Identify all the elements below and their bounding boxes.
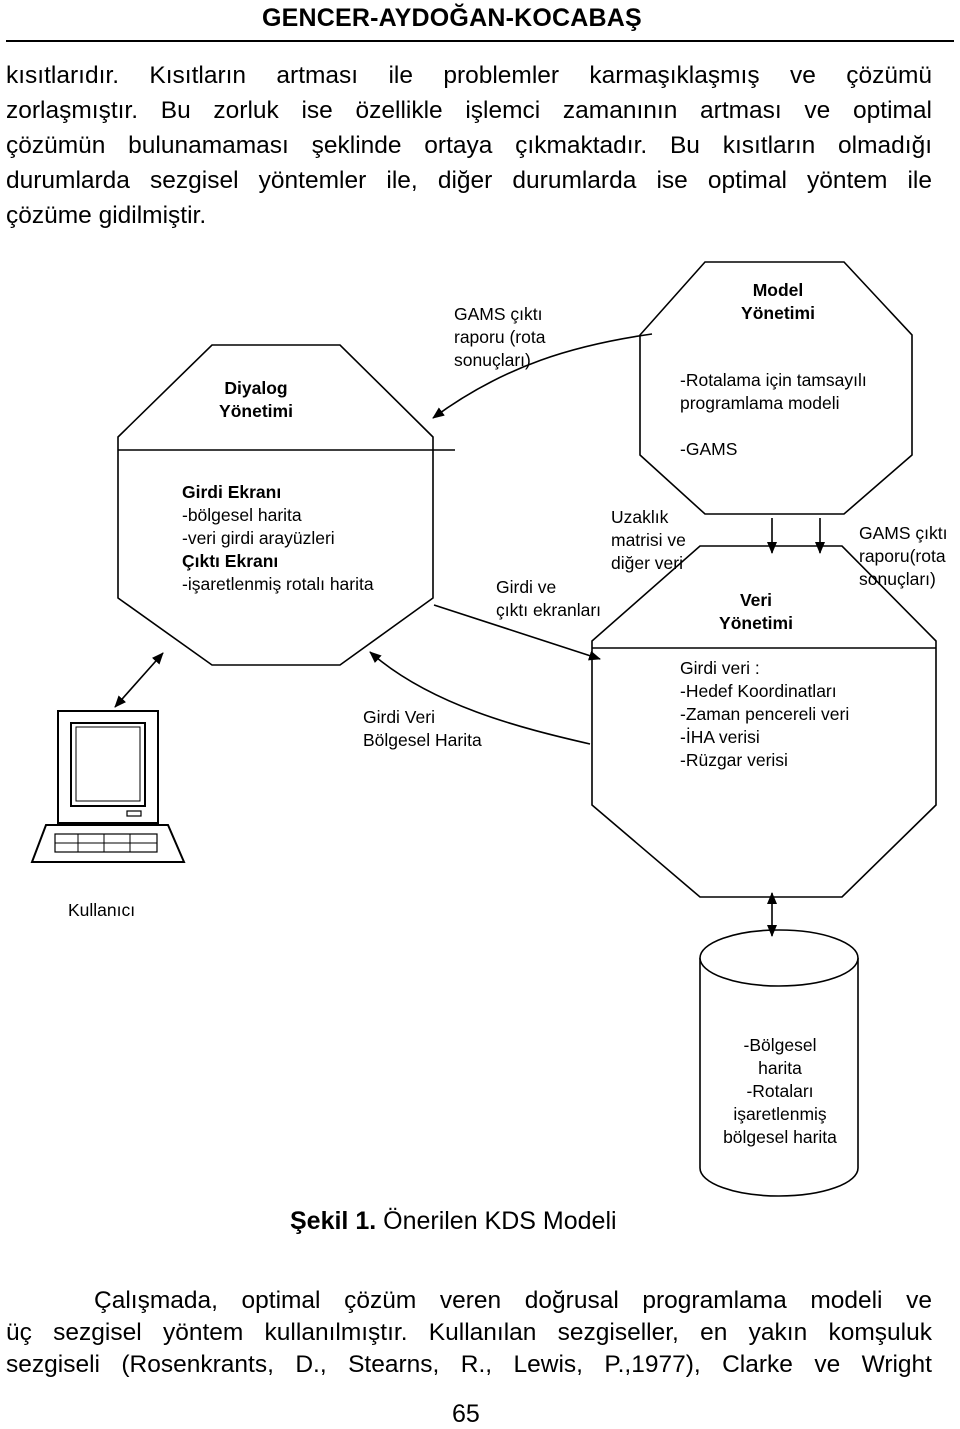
dialog-title-line-1: Diyalog [224,378,288,398]
label-gams-report-right-1: GAMS çıktı [859,523,948,543]
database-item-3: -Rotaları [746,1081,814,1101]
intro-paragraph: kısıtlarıdır. Kısıtların artması ile pro… [6,58,932,233]
intro-line-5: çözüme gidilmiştir. [6,202,207,229]
model-items: -Rotalama için tamsayılı programlama mod… [680,369,867,415]
model-title-line-1: Model [752,280,804,300]
label-io-screens-1: Girdi ve [496,577,557,597]
label-gams-report-right-2: raporu(rota [859,546,946,566]
model-management-octagon [639,261,913,515]
data-title-line-1: Veri [739,590,773,610]
header-rule [6,40,954,42]
dialog-item-data-interfaces: -veri girdi arayüzleri [182,528,335,548]
data-item-5: -Rüzgar verisi [680,750,788,770]
closing-paragraph: Çalışmada, optimal çözüm veren doğrusal … [6,1285,932,1381]
label-gams-report-top: GAMS çıktı raporu (rota sonuçları) [454,303,545,372]
label-distance-matrix: Uzaklık matrisi ve diğer veri [611,506,686,575]
database-items: -Bölgesel harita -Rotaları işaretlenmiş … [700,1034,860,1149]
data-management-octagon [591,545,937,898]
arrow-dialog-to-data [433,604,601,661]
arrow-input-data-to-dialog [369,651,591,745]
data-items: Girdi veri : -Hedef Koordinatları -Zaman… [680,657,849,772]
label-gams-report-top-3: sonuçları) [454,350,531,370]
label-gams-report-top-1: GAMS çıktı [454,304,543,324]
intro-line-4: durumlarda sezgisel yöntemler ile, diğer… [6,167,932,194]
label-input-data: Girdi Veri Bölgesel Harita [363,706,482,752]
label-input-data-1: Girdi Veri [363,707,435,727]
dialog-title: Diyalog Yönetimi [206,377,306,423]
figure-caption-prefix: Şekil 1. [290,1207,377,1235]
label-distance-matrix-3: diğer veri [611,553,683,573]
closing-line-2: üç sezgisel yöntem kullanılmıştır. Kulla… [6,1319,932,1346]
data-item-1: Girdi veri : [680,658,760,678]
computer-icon [30,710,186,863]
database-item-2: harita [758,1058,802,1078]
page-number: 65 [452,1400,480,1428]
database-cylinder [699,929,859,1197]
dialog-item-marked-map: -işaretlenmiş rotalı harita [182,574,374,594]
arrow-gams-report-to-dialog [432,333,653,419]
user-label: Kullanıcı [68,900,136,920]
label-distance-matrix-1: Uzaklık [611,507,669,527]
arrow-user-dialog [114,652,164,708]
figure-caption: Şekil 1. Önerilen KDS Modeli [290,1207,617,1236]
data-item-3: -Zaman pencereli veri [680,704,850,724]
dialog-item-regional-map: -bölgesel harita [182,505,302,525]
label-io-screens: Girdi ve çıktı ekranları [496,576,601,622]
closing-line-3: sezgiseli (Rosenkrants, D., Stearns, R.,… [6,1351,932,1378]
intro-line-2: zorlaşmıştır. Bu zorluk ise özellikle iş… [6,97,932,124]
model-item-gams: -GAMS [680,439,738,459]
closing-line-1: Çalışmada, optimal çözüm veren doğrusal … [94,1287,932,1314]
data-item-2: -Hedef Koordinatları [680,681,837,701]
label-gams-report-right-3: sonuçları) [859,569,936,589]
figure-caption-text: Önerilen KDS Modeli [376,1207,617,1235]
dialog-title-line-2: Yönetimi [219,401,293,421]
intro-line-3: çözümün bulunamaması şeklinde ortaya çık… [6,132,932,159]
label-gams-report-right: GAMS çıktı raporu(rota sonuçları) [859,522,947,591]
database-item-1: -Bölgesel [743,1035,817,1055]
label-input-data-2: Bölgesel Harita [363,730,482,750]
dialog-item-input-screen: Girdi Ekranı [182,482,282,502]
label-distance-matrix-2: matrisi ve [611,530,686,550]
label-io-screens-2: çıktı ekranları [496,600,602,620]
database-item-4: işaretlenmiş [733,1104,827,1124]
model-item-1: -Rotalama için tamsayılı [680,370,867,390]
dialog-item-output-screen: Çıktı Ekranı [182,551,279,571]
model-title: Model Yönetimi [720,279,836,325]
intro-line-1: kısıtlarıdır. Kısıtların artması ile pro… [6,62,932,89]
database-item-5: bölgesel harita [723,1127,837,1147]
data-title: Veri Yönetimi [696,589,816,635]
model-item-2: programlama modeli [680,393,840,413]
data-item-4: -İHA verisi [680,727,760,747]
running-header: GENCER-AYDOĞAN-KOCABAŞ [262,4,642,32]
label-gams-report-top-2: raporu (rota [454,327,546,347]
data-title-line-2: Yönetimi [719,613,793,633]
model-title-line-2: Yönetimi [741,303,815,323]
dialog-management-octagon [117,344,434,666]
dialog-items: Girdi Ekranı -bölgesel harita -veri gird… [182,481,374,596]
